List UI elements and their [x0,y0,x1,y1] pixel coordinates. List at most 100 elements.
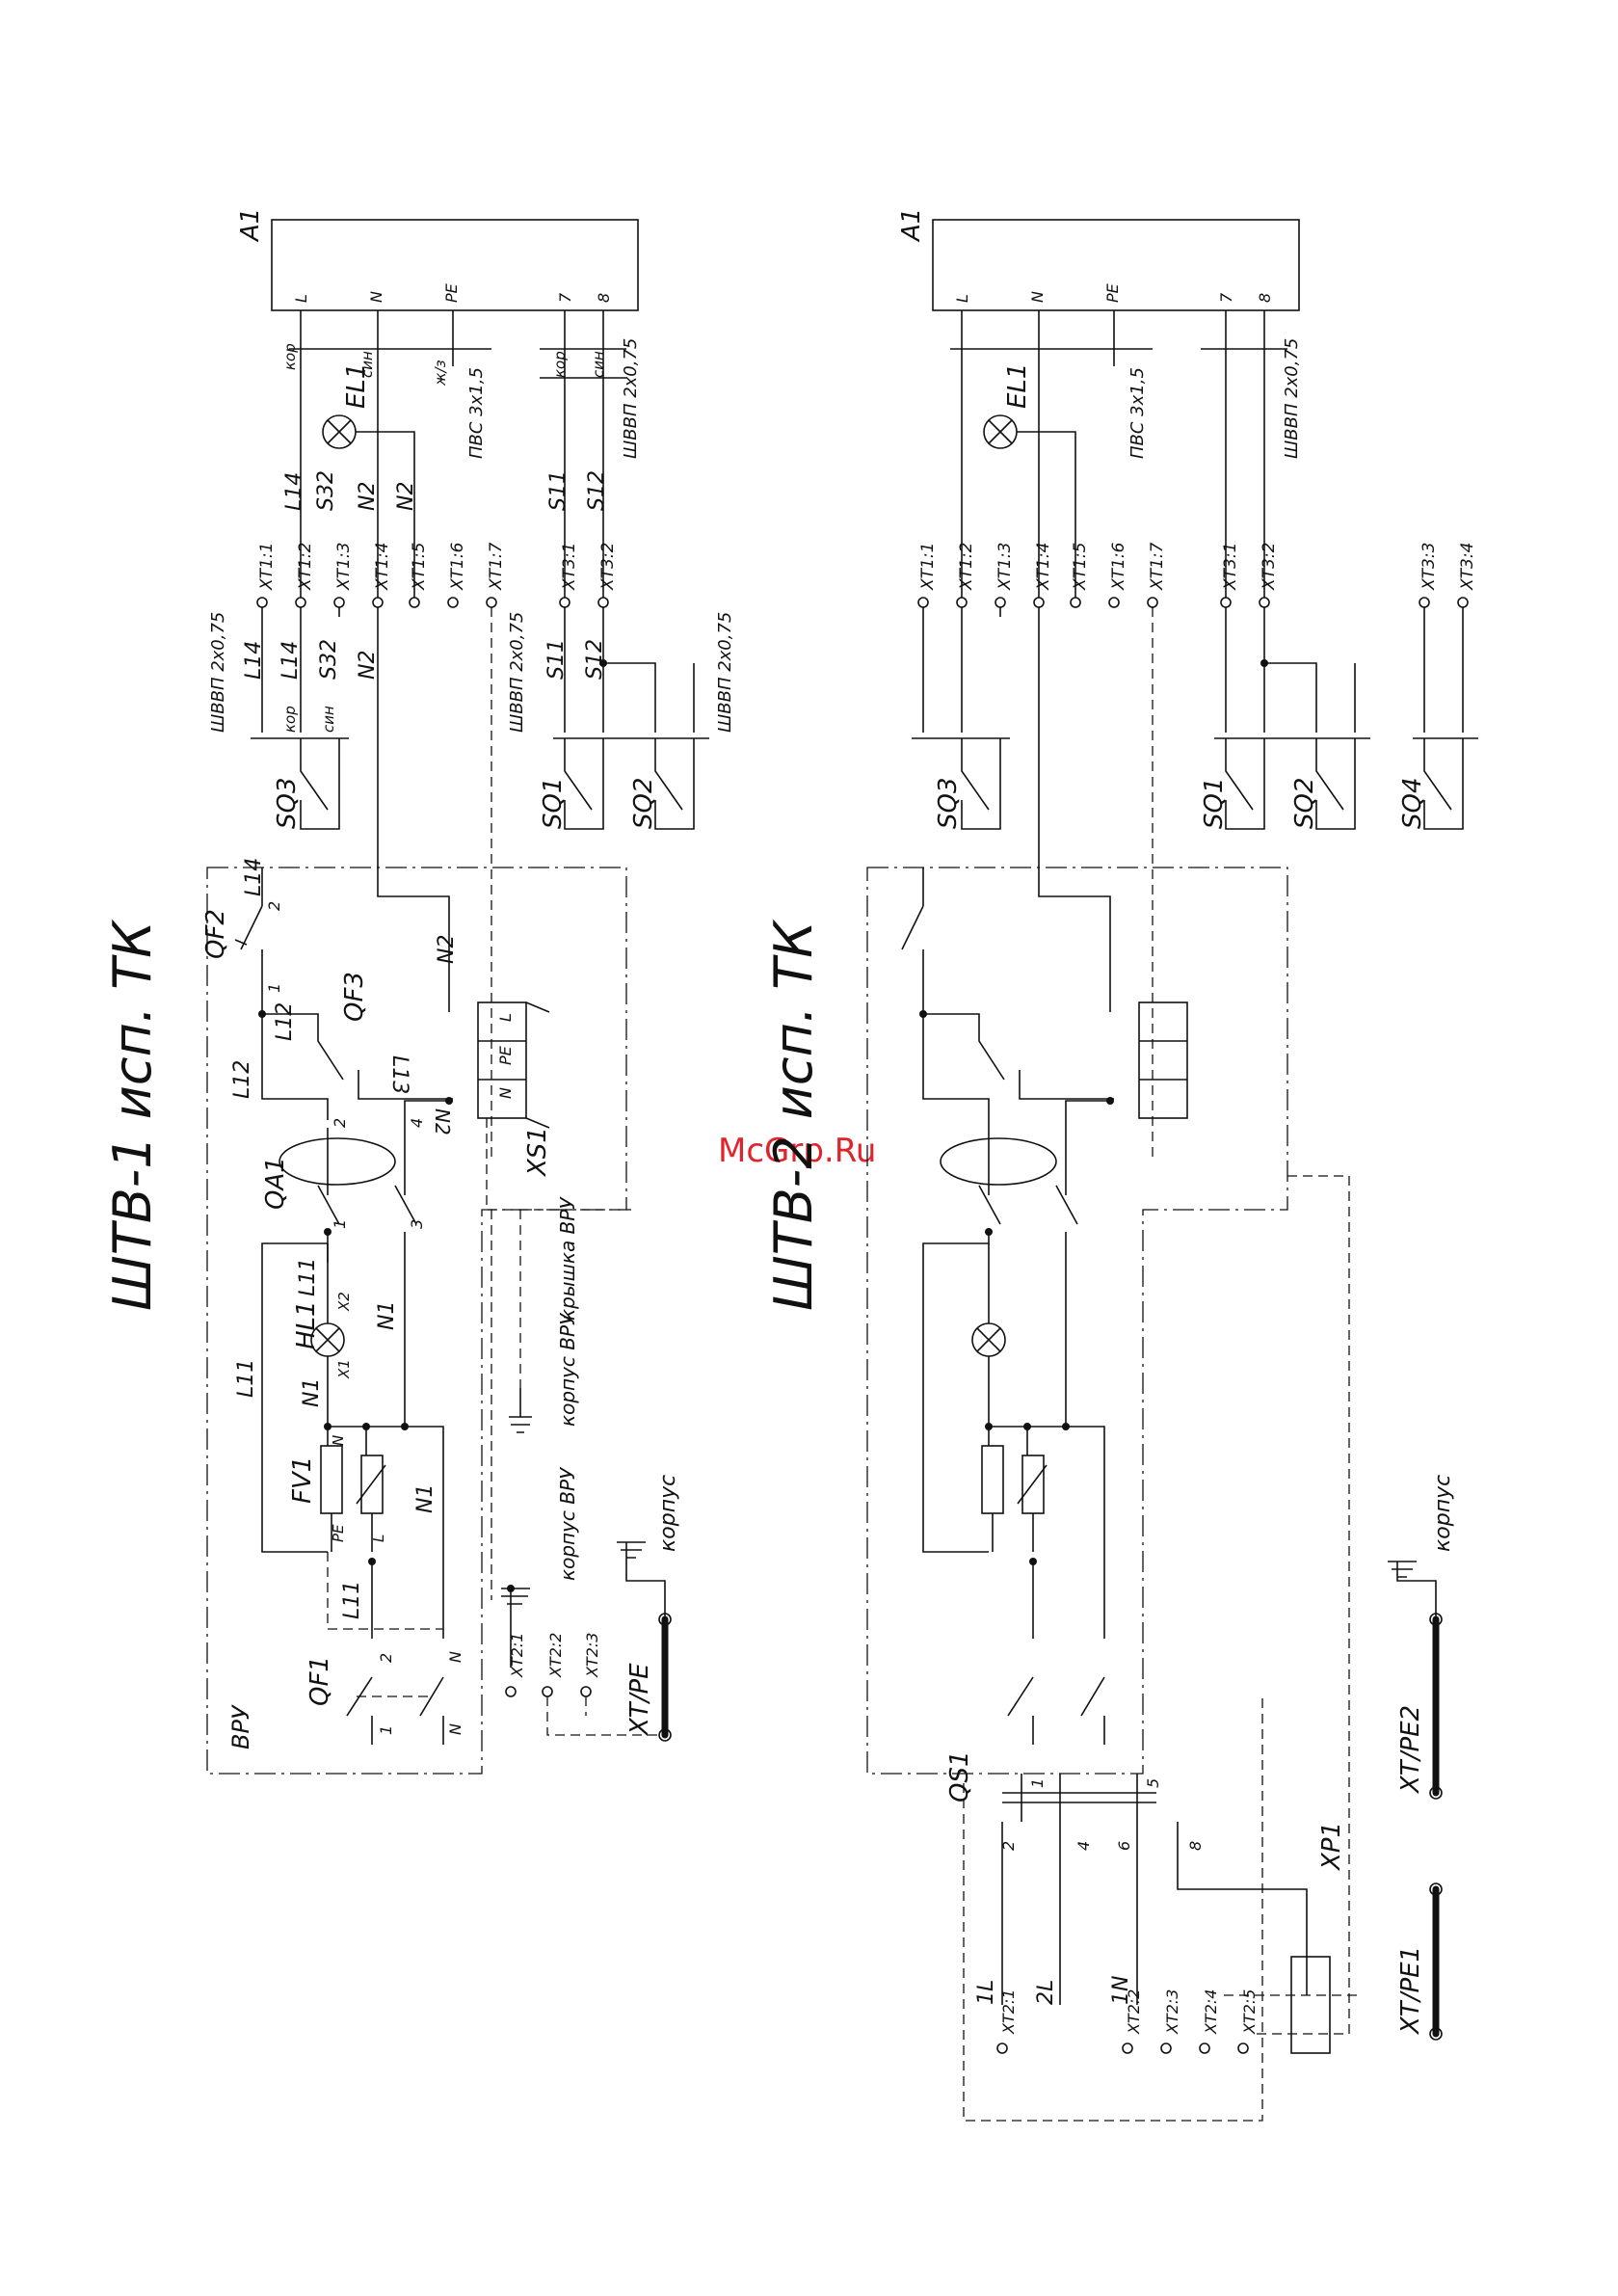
wire-S32-top: S32 [314,470,338,511]
wire-L13: L13 [387,1055,411,1094]
wire-1N: 1N [1109,1976,1133,2005]
sq1-switch-icon: SQ1 [539,738,604,830]
qa1-pin-2: 2 [331,1118,349,1128]
xt1-4: XT1:4 [373,543,392,591]
pvs-cable-label: ПВС 3х1,5 [466,367,487,459]
wire-S32-mid: S32 [317,639,341,680]
xt1b-4: XT1:4 [1034,543,1053,591]
sq3-switch-icon: SQ3 [273,738,340,830]
qs1-label: QS1 [945,1750,974,1802]
wire-N2-top-a: N2 [356,482,380,511]
fv1-arrester-icon [320,1445,343,1514]
wire-S11-top: S11 [546,470,570,511]
a1-2-term-PE: PE [1103,282,1122,303]
wire-S11-mid: S11 [544,639,569,680]
xt1-1: XT1:1 [257,543,277,591]
sq2-label: SQ2 [629,777,658,829]
xt1b-7: XT1:7 [1148,542,1167,591]
xs1-socket [477,1001,527,1119]
xt1-5: XT1:5 [410,543,429,591]
korpus-label: корпус [656,1475,680,1552]
scheme-title-2: ШТВ-2 исп. ТК [763,919,824,1311]
shvvp-cable-label-3: ШВВП 2х0,75 [507,612,527,733]
qa1-pin-1: 1 [331,1219,349,1229]
a1-2-term-L: L [953,294,971,303]
qs1-pin-2: 2 [999,1841,1018,1851]
wire-N1-b: N1 [375,1301,399,1330]
sq4-switch-icon: SQ4 [1398,738,1464,830]
cable-sin-sq3: син [320,706,337,733]
shvvp-cable-label-4: ШВВП 2х0,75 [715,612,735,733]
wire-2L: 2L [1034,1980,1058,2005]
qf2-pin-2: 2 [265,901,283,911]
sq3b-label: SQ3 [934,777,963,829]
xt2b-3: XT2:3 [1163,1989,1181,2035]
a1-term-L: L [292,294,310,303]
wire-S12-top: S12 [585,470,609,511]
xt2-1: XT2:1 [508,1633,526,1678]
cable-sin-1: син [358,351,376,378]
xt1-3: XT1:3 [334,543,354,591]
xs1-L: L [496,1013,515,1022]
wire-L11-b: L11 [234,1359,258,1398]
xt2-3: XT2:3 [583,1633,601,1678]
shvvp-label-b1: ШВВП 2х0,75 [1282,338,1302,459]
a1-label: A1 [236,208,265,243]
qf1-N-b: N [446,1723,464,1735]
kryshka-label: крышка ВРУ [556,1196,579,1321]
hl1-label: HL1 [292,1300,321,1349]
xt1-7: XT1:7 [487,542,506,591]
vru-enclosure-2 [866,867,1288,1775]
sq2b-label: SQ2 [1290,777,1319,829]
sq4-label: SQ4 [1398,777,1427,829]
qa1-toroid-icon-2 [940,1137,1057,1186]
wire-L11-a: L11 [296,1258,320,1296]
xt2b-2: XT2:2 [1125,1989,1143,2035]
qf1-label: QF1 [305,1656,334,1706]
qa1-pin-3: 3 [408,1219,426,1229]
qf2-label: QF2 [201,909,230,959]
hl1-x1: X1 [335,1359,353,1379]
xt2b-5: XT2:5 [1240,1989,1259,2035]
a1-label-2: A1 [897,208,926,243]
a1-2-term-7: 7 [1217,292,1235,303]
a1-2-term-8: 8 [1256,293,1274,303]
cable-kor-1: кор [281,343,299,370]
wire-N2-qf3: N2 [435,935,459,964]
wire-N2-top-b: N2 [394,482,418,511]
fv1-L: L [370,1535,387,1542]
xt3b-3: XT3:3 [1419,543,1439,591]
xt1-6: XT1:6 [448,542,467,591]
a1-term-PE: PE [442,282,461,303]
wire-L12-a: L12 [273,1002,297,1041]
xt-pe2-label: XT/PE2 [1396,1705,1425,1795]
a1-term-7: 7 [556,292,574,303]
hl1-x2: X2 [335,1292,353,1312]
xs1-label: XS1 [523,1127,552,1178]
a1-2-term-N: N [1028,291,1047,303]
xt3b-1: XT3:1 [1221,543,1240,591]
watermark: McGrp.Ru [718,1132,876,1170]
xt1-2: XT1:2 [296,543,315,591]
korpus-label-2: корпус [1431,1475,1455,1552]
wire-L11-c: L11 [340,1581,364,1619]
fv1-label: FV1 [288,1456,317,1504]
xt2b-1: XT2:1 [999,1989,1018,2035]
korpus-vru-label: корпус ВРУ [556,1466,579,1581]
qs1-pin-1: 1 [1028,1778,1047,1788]
qs1-pin-5: 5 [1144,1778,1162,1788]
kryshka-vru-label: корпус ВРУ [556,1312,579,1427]
el1-label: EL1 [342,363,371,409]
xp1-plug [1290,1956,1331,2054]
fv1-N: N [330,1435,347,1446]
sq2-switch-icon: SQ2 [629,738,695,830]
wire-L14-mid: L14 [242,641,266,680]
xt-pe-label: XT/PE [625,1663,654,1737]
wire-N1-a: N1 [300,1378,324,1407]
qa1-label: QA1 [261,1157,290,1210]
qs1-pin-6: 6 [1115,1841,1133,1851]
qf2-icon [234,905,263,950]
fv1-PE: PE [330,1524,347,1542]
qs1-pin-4: 4 [1074,1841,1093,1851]
